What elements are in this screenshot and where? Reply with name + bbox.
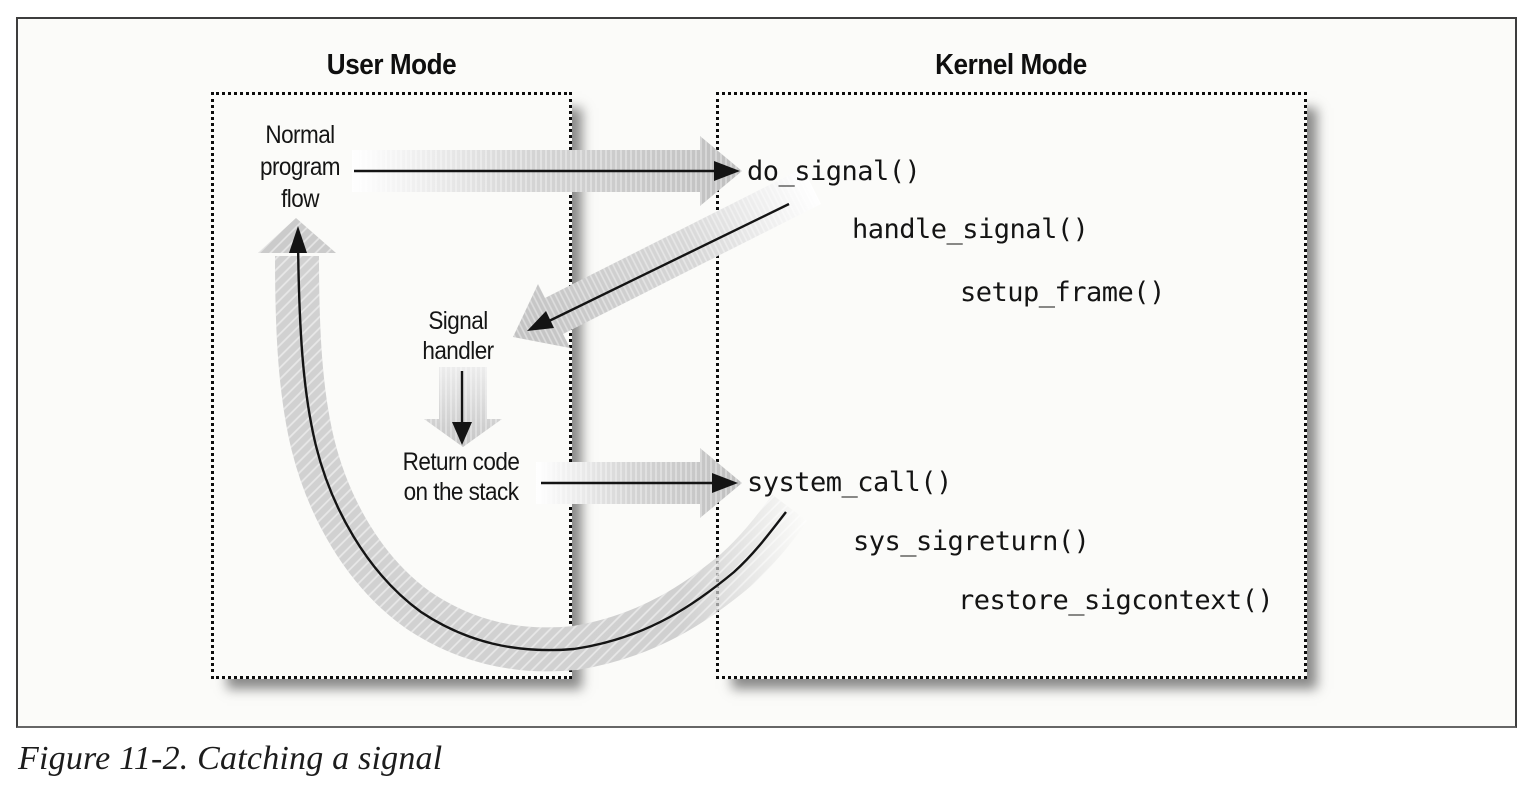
function-sys-sigreturn: sys_sigreturn() xyxy=(853,526,1090,557)
arrow-do-signal-to-signal-handler xyxy=(513,168,821,348)
return-code-line2: on the stack xyxy=(403,478,519,506)
normal-program-flow-line1: Normal xyxy=(265,121,335,149)
signal-handler-line2: handler xyxy=(422,337,494,365)
user-mode-box xyxy=(211,92,572,679)
return-code-label: Return code on the stack xyxy=(380,447,542,507)
return-code-line1: Return code xyxy=(402,448,520,476)
arrow-signal-handler-to-return-code xyxy=(424,367,502,447)
figure-caption: Figure 11-2. Catching a signal xyxy=(18,740,443,777)
kernel-mode-title: Kernel Mode xyxy=(935,49,1087,81)
normal-program-flow-line3: flow xyxy=(281,185,319,213)
function-system-call: system_call() xyxy=(747,467,952,498)
function-setup-frame: setup_frame() xyxy=(960,277,1165,308)
normal-program-flow-label: Normal program flow xyxy=(228,119,372,215)
function-handle-signal: handle_signal() xyxy=(852,214,1089,245)
signal-handler-line1: Signal xyxy=(428,307,488,335)
arrow-normal-flow-to-do-signal xyxy=(352,136,742,206)
function-restore-sigcontext: restore_sigcontext() xyxy=(958,585,1274,616)
function-do-signal: do_signal() xyxy=(747,156,921,187)
normal-program-flow-line2: program xyxy=(259,153,341,181)
user-mode-title: User Mode xyxy=(326,49,457,81)
figure-frame xyxy=(16,17,1517,728)
return-flow-band xyxy=(258,218,808,672)
kernel-mode-box xyxy=(716,92,1307,679)
signal-handler-label: Signal handler xyxy=(386,306,530,366)
arrow-return-code-to-system-call xyxy=(536,448,742,518)
return-flow-line xyxy=(296,239,787,652)
